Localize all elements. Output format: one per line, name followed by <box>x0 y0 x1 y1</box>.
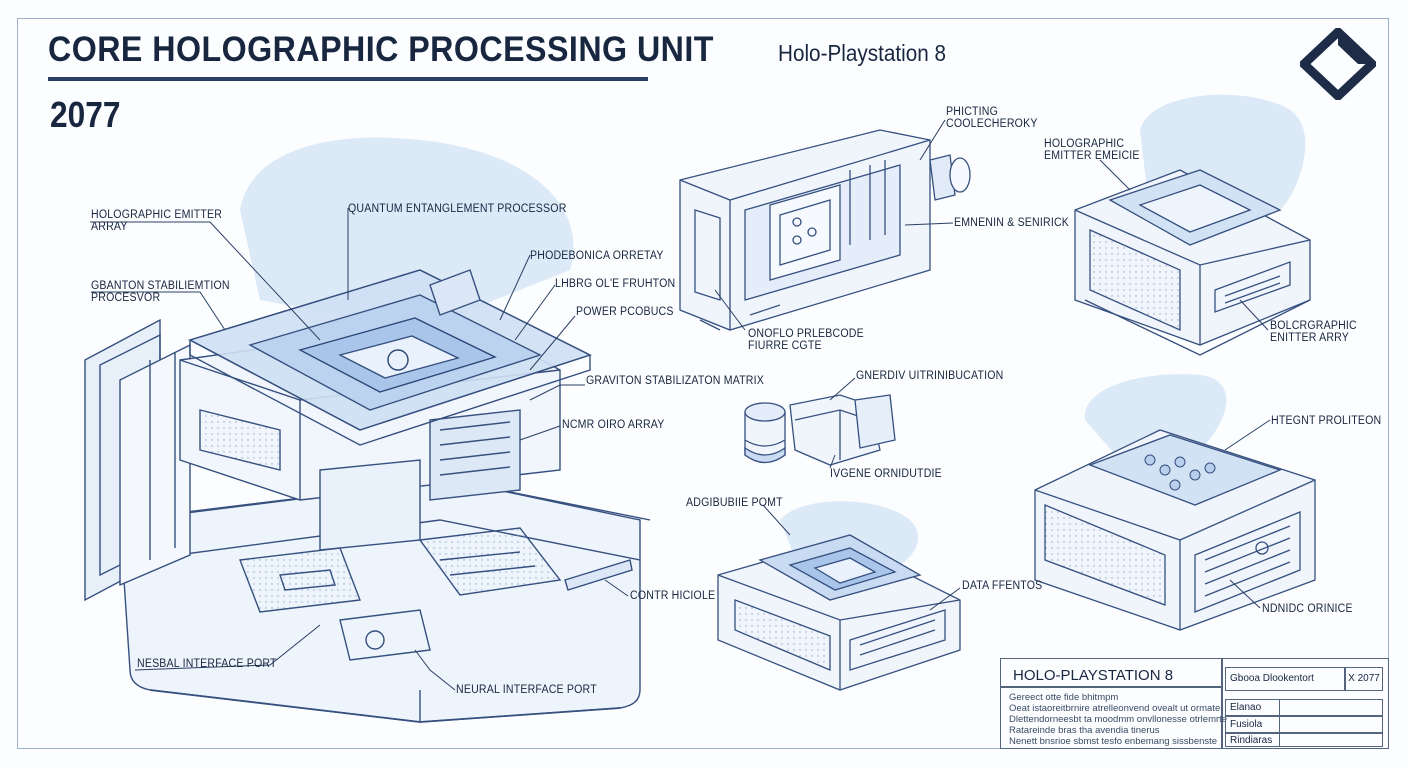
main-unit-illustration <box>84 137 651 723</box>
callout-graviton-matrix: GRAVITON STABILIZATON MATRIX <box>586 375 764 387</box>
callout-module: NDNIDC ORINICE <box>1262 603 1353 615</box>
callout-line: COOLECHEROKY <box>946 118 1038 130</box>
callout-line: ONOFLO PRLEBCODE <box>748 328 864 340</box>
callout-fusion: LHBRG OL'E FRUHTON <box>555 278 676 290</box>
page-title: CORE HOLOGRAPHIC PROCESSING UNIT <box>48 30 714 69</box>
title-block-row: Elanao <box>1225 699 1383 716</box>
row-label: Rindiaras <box>1230 735 1273 746</box>
row-label: Fusiola <box>1230 719 1263 730</box>
note-line: Nenett bnsrioe sbmst tesfo enbemang siss… <box>1009 736 1218 747</box>
top-right-unit-illustration <box>1074 94 1311 356</box>
callout-sensor: IVGENE ORNIDUTDIE <box>830 468 942 480</box>
callout-control-module: CONTR HICIOLE <box>630 590 716 602</box>
bottom-right-unit-illustration <box>1034 374 1316 631</box>
callout-neural-port-2: NEURAL INTERFACE PORT <box>456 684 597 696</box>
year-heading: 2077 <box>50 94 121 135</box>
title-block-divider <box>1001 686 1221 688</box>
doc-label-cell: Gbooa Dlookentort <box>1225 667 1345 691</box>
note-line: Dlettendorneesbt ta moodmm onvllonesse o… <box>1009 714 1228 725</box>
title-block-name: HOLO-PLAYSTATION 8 <box>1013 667 1174 684</box>
callout-projection: HTEGNT PROLITEON <box>1271 415 1382 427</box>
callout-port: ADGIBUBIIE POMT <box>686 497 783 509</box>
doc-year-cell: X 2077 <box>1345 667 1383 691</box>
callout-line: ARRAY <box>91 221 128 233</box>
title-block-row: Rindiaras <box>1225 733 1383 747</box>
callout-power: POWER PCOBUCS <box>576 306 674 318</box>
title-block-row: Fusiola <box>1225 716 1383 733</box>
middle-parts-illustration <box>744 394 896 466</box>
doc-year: 2077 <box>1357 673 1380 684</box>
doc-mark: X <box>1348 673 1355 684</box>
top-center-unit-illustration <box>679 129 971 331</box>
callout-line: ENITTER ARRY <box>1270 332 1350 344</box>
note-line: Gereect otte fide bhitmpm <box>1009 692 1119 703</box>
callout-neural-port-1: NESBAL INTERFACE PORT <box>137 658 277 670</box>
callout-energy-distribution: GNERDIV UITRINIBUCATION <box>856 370 1004 382</box>
callout-line: FIURRE CGTE <box>748 340 822 352</box>
note-line: Ratareinde bras tha avendia tinerus <box>1009 725 1160 736</box>
drawing-frame <box>17 18 1389 749</box>
main-leader-lines <box>90 208 629 691</box>
title-block: HOLO-PLAYSTATION 8 Gereect otte fide bhi… <box>1000 658 1389 749</box>
callout-ocr-array: NCMR OIRO ARRAY <box>562 419 665 431</box>
title-block-notes: Gereect otte fide bhitmpm Oeat istaoreit… <box>1009 692 1227 747</box>
callout-line: PHICTING <box>946 106 999 118</box>
callout-emitter-array-2: PHODEBONICA ORRETAY <box>530 250 664 262</box>
callout-line: HOLOGRAPHIC EMITTER <box>91 209 223 221</box>
bottom-center-unit-illustration <box>717 501 961 691</box>
callout-line: HOLOGRAPHIC <box>1044 138 1125 150</box>
product-subtitle: Holo-Playstation 8 <box>778 40 946 66</box>
callout-data-feeds: DATA FFENTOS <box>962 580 1043 592</box>
callout-line: PROCESVOR <box>91 292 161 304</box>
callout-line: EMITTER EMEICIE <box>1044 150 1140 162</box>
title-underline <box>48 77 648 81</box>
row-label: Elanao <box>1230 702 1262 713</box>
callout-line: BOLCRGRAPHIC <box>1270 320 1357 332</box>
callout-quantum-processor: QUANTUM ENTANGLEMENT PROCESSOR <box>348 203 567 215</box>
title-block-column-divider <box>1279 699 1280 747</box>
diamond-logo-icon <box>1300 28 1376 100</box>
title-block-vertical-divider <box>1221 659 1223 748</box>
callout-emitter-sensor: EMNENIN & SENIRICK <box>954 217 1070 229</box>
callout-line: GBANTON STABILIEMTION <box>91 280 230 292</box>
note-line: Oeat istaoreitbrnire atrelleonvend oveal… <box>1009 703 1221 714</box>
